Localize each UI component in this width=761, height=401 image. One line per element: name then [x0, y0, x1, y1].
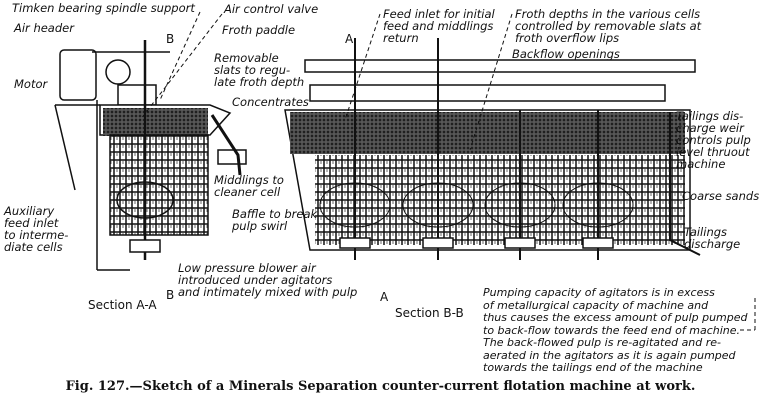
- label-feed-inlet: Feed inlet for initial feed and middling…: [383, 7, 495, 45]
- section-aa-drawing: [54, 40, 247, 271]
- label-backflow-openings: Backflow openings: [512, 47, 620, 61]
- label-air-control-valve: Air control valve: [224, 2, 319, 16]
- section-mark-a-top: A: [345, 32, 354, 46]
- label-pumping-capacity: Pumping capacity of agitators is in exce…: [483, 286, 748, 374]
- label-coarse-sands: Coarse sands: [682, 189, 760, 203]
- figure-caption: Fig. 127.—Sketch of a Minerals Separatio…: [65, 379, 696, 394]
- label-froth-depths: Froth depths in the various cells contro…: [515, 7, 702, 45]
- section-mark-a-bottom: A: [380, 290, 389, 304]
- label-auxiliary-feed: Auxiliary feed inlet to interme- diate c…: [4, 204, 69, 254]
- label-air-header: Air header: [14, 21, 74, 35]
- label-timken-bearing: Timken bearing spindle support: [12, 1, 195, 15]
- label-tailings-weir: Tailings dis- charge weir controls pulp …: [676, 109, 751, 171]
- motor: [59, 49, 97, 101]
- label-motor: Motor: [14, 77, 48, 91]
- label-froth-paddle: Froth paddle: [222, 23, 296, 37]
- section-mark-b-bottom: B: [166, 288, 175, 302]
- label-baffle: Baffle to break pulp swirl: [232, 207, 318, 233]
- label-middlings: Middlings to cleaner cell: [214, 173, 284, 199]
- label-tailings-discharge: Tailings discharge: [684, 225, 741, 251]
- section-aa-label: Section A-A: [88, 298, 157, 312]
- section-bb-label: Section B-B: [395, 306, 464, 320]
- label-concentrates: Concentrates: [232, 95, 309, 109]
- label-blower-air: Low pressure blower air introduced under…: [178, 261, 358, 299]
- section-bb-drawing: [284, 38, 701, 260]
- label-removable-slats: Removable slats to regu- late froth dept…: [214, 51, 305, 89]
- section-mark-b-top: B: [166, 32, 175, 46]
